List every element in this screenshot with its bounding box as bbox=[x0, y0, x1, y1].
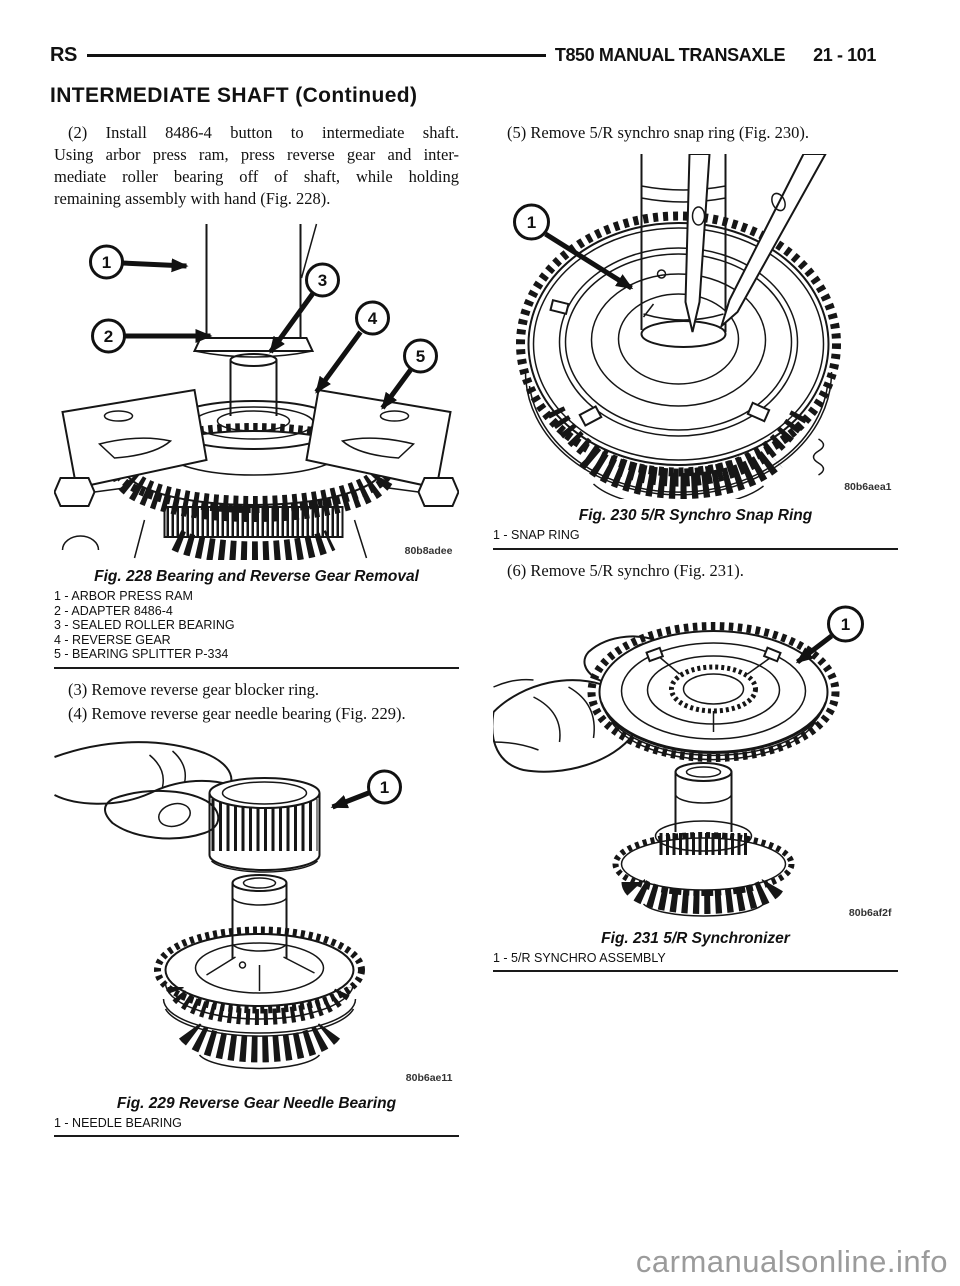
paragraph-line: mediate roller bearing off of shaft, whi… bbox=[54, 167, 459, 186]
figure-code-228: 80b8adee bbox=[405, 545, 453, 557]
step-2-paragraph: (2) Install 8486-4 button to intermediat… bbox=[54, 122, 459, 210]
svg-text:1: 1 bbox=[102, 253, 111, 272]
callout-1: 1 bbox=[513, 203, 634, 291]
svg-text:5: 5 bbox=[416, 347, 425, 366]
svg-text:1: 1 bbox=[527, 213, 536, 232]
legend-rule bbox=[54, 666, 459, 669]
left-column: (2) Install 8486-4 button to intermediat… bbox=[54, 122, 459, 1147]
paragraph-line: Using arbor press ram, press reverse gea… bbox=[54, 145, 459, 164]
hand bbox=[54, 740, 233, 839]
step-4: (4) Remove reverse gear needle bearing (… bbox=[68, 703, 406, 723]
figure-229-drawing: 1 bbox=[54, 740, 453, 1084]
figure-228-drawing: 1 2 3 4 bbox=[54, 223, 459, 560]
lower-gear bbox=[579, 438, 825, 499]
figure-229: 1 bbox=[54, 735, 459, 1137]
callout-5: 5 bbox=[380, 338, 438, 410]
step-3: (3) Remove reverse gear blocker ring. bbox=[68, 679, 320, 699]
header-rule bbox=[86, 54, 546, 57]
gear-assembly bbox=[154, 873, 365, 1069]
figure-228-legend: 1 - ARBOR PRESS RAM 2 - ADAPTER 8486-4 3… bbox=[54, 589, 459, 662]
legend-item: 1 - NEEDLE BEARING bbox=[54, 1115, 182, 1130]
snap-ring-pliers bbox=[684, 154, 827, 333]
svg-text:1: 1 bbox=[380, 778, 389, 797]
legend-item: 2 - ADAPTER 8486-4 bbox=[54, 603, 173, 618]
figure-231: 1 80b6af2f Fig. 231 5/R Synchronizer 1 -… bbox=[493, 592, 898, 972]
page-number: 21 - 101 bbox=[813, 45, 876, 65]
two-column-layout: (2) Install 8486-4 button to intermediat… bbox=[0, 106, 960, 1147]
synchro-assembly bbox=[516, 211, 841, 496]
figure-230-caption: Fig. 230 5/R Synchro Snap Ring bbox=[578, 507, 813, 524]
svg-text:2: 2 bbox=[104, 327, 113, 346]
legend-item: 5 - BEARING SPLITTER P-334 bbox=[54, 647, 229, 661]
callout-1: 1 bbox=[330, 769, 402, 809]
paragraph-line: (2) Install 8486-4 button to intermediat… bbox=[68, 123, 459, 142]
svg-text:1: 1 bbox=[841, 615, 850, 634]
right-column: (5) Remove 5/R synchro snap ring (Fig. 2… bbox=[493, 122, 898, 1147]
header-title: T850 MANUAL TRANSAXLE bbox=[554, 45, 786, 65]
legend-rule bbox=[493, 547, 898, 550]
legend-item: 1 - ARBOR PRESS RAM bbox=[54, 589, 193, 603]
callout-2: 2 bbox=[91, 318, 213, 354]
callout-1: 1 bbox=[89, 244, 189, 280]
figure-229-legend: 1 - NEEDLE BEARING bbox=[54, 1116, 459, 1131]
figure-231-caption: Fig. 231 5/R Synchronizer bbox=[601, 929, 790, 947]
legend-rule bbox=[54, 1135, 459, 1137]
svg-text:4: 4 bbox=[368, 309, 378, 328]
callout-1: 1 bbox=[795, 605, 864, 664]
svg-text:3: 3 bbox=[318, 271, 327, 290]
legend-item: 4 - REVERSE GEAR bbox=[54, 632, 171, 647]
arbor-press-ram bbox=[192, 223, 318, 358]
step-6: (6) Remove 5/R synchro (Fig. 231). bbox=[507, 560, 744, 580]
figure-230-legend: 1 - SNAP RING bbox=[493, 528, 898, 543]
figure-228: 1 2 3 4 bbox=[54, 220, 459, 669]
figure-code-229: 80b6ae11 bbox=[406, 1072, 453, 1084]
legend-item: 1 - 5/R SYNCHRO ASSEMBLY bbox=[493, 950, 666, 965]
adapter-button bbox=[229, 353, 278, 416]
figure-231-drawing: 1 80b6af2f bbox=[493, 605, 892, 919]
watermark: carmanualsonline.info bbox=[635, 1244, 948, 1279]
legend-item: 3 - SEALED ROLLER BEARING bbox=[54, 618, 235, 632]
figure-231-legend: 1 - 5/R SYNCHRO ASSEMBLY bbox=[493, 951, 898, 966]
figure-228-caption: Fig. 228 Bearing and Reverse Gear Remova… bbox=[94, 568, 419, 585]
step-5: (5) Remove 5/R synchro snap ring (Fig. 2… bbox=[507, 123, 810, 142]
figure-code-231: 80b6af2f bbox=[849, 907, 892, 919]
paragraph-line: remaining assembly with hand (Fig. 228). bbox=[54, 189, 331, 208]
callout-4: 4 bbox=[314, 300, 390, 394]
bearing-splitter bbox=[54, 388, 459, 559]
figure-229-caption: Fig. 229 Reverse Gear Needle Bearing bbox=[116, 1094, 397, 1112]
figure-230-drawing: 1 80b6aea1 bbox=[513, 154, 892, 499]
hub bbox=[640, 154, 727, 348]
synchro-ring bbox=[587, 621, 840, 762]
legend-rule bbox=[493, 970, 898, 972]
needle-bearing bbox=[208, 776, 321, 873]
shaft-and-gear bbox=[612, 761, 795, 917]
section-title: INTERMEDIATE SHAFT (Continued) bbox=[50, 84, 418, 107]
figure-230: 1 80b6aea1 Fig. 230 5/R Synchro Snap Rin… bbox=[493, 154, 898, 550]
legend-item: 1 - SNAP RING bbox=[493, 528, 580, 542]
doc-code: RS bbox=[50, 44, 77, 66]
figure-code-230: 80b6aea1 bbox=[844, 481, 891, 493]
page-header: RS T850 MANUAL TRANSAXLE 21 - 101 bbox=[50, 44, 876, 67]
callout-3: 3 bbox=[268, 262, 340, 354]
